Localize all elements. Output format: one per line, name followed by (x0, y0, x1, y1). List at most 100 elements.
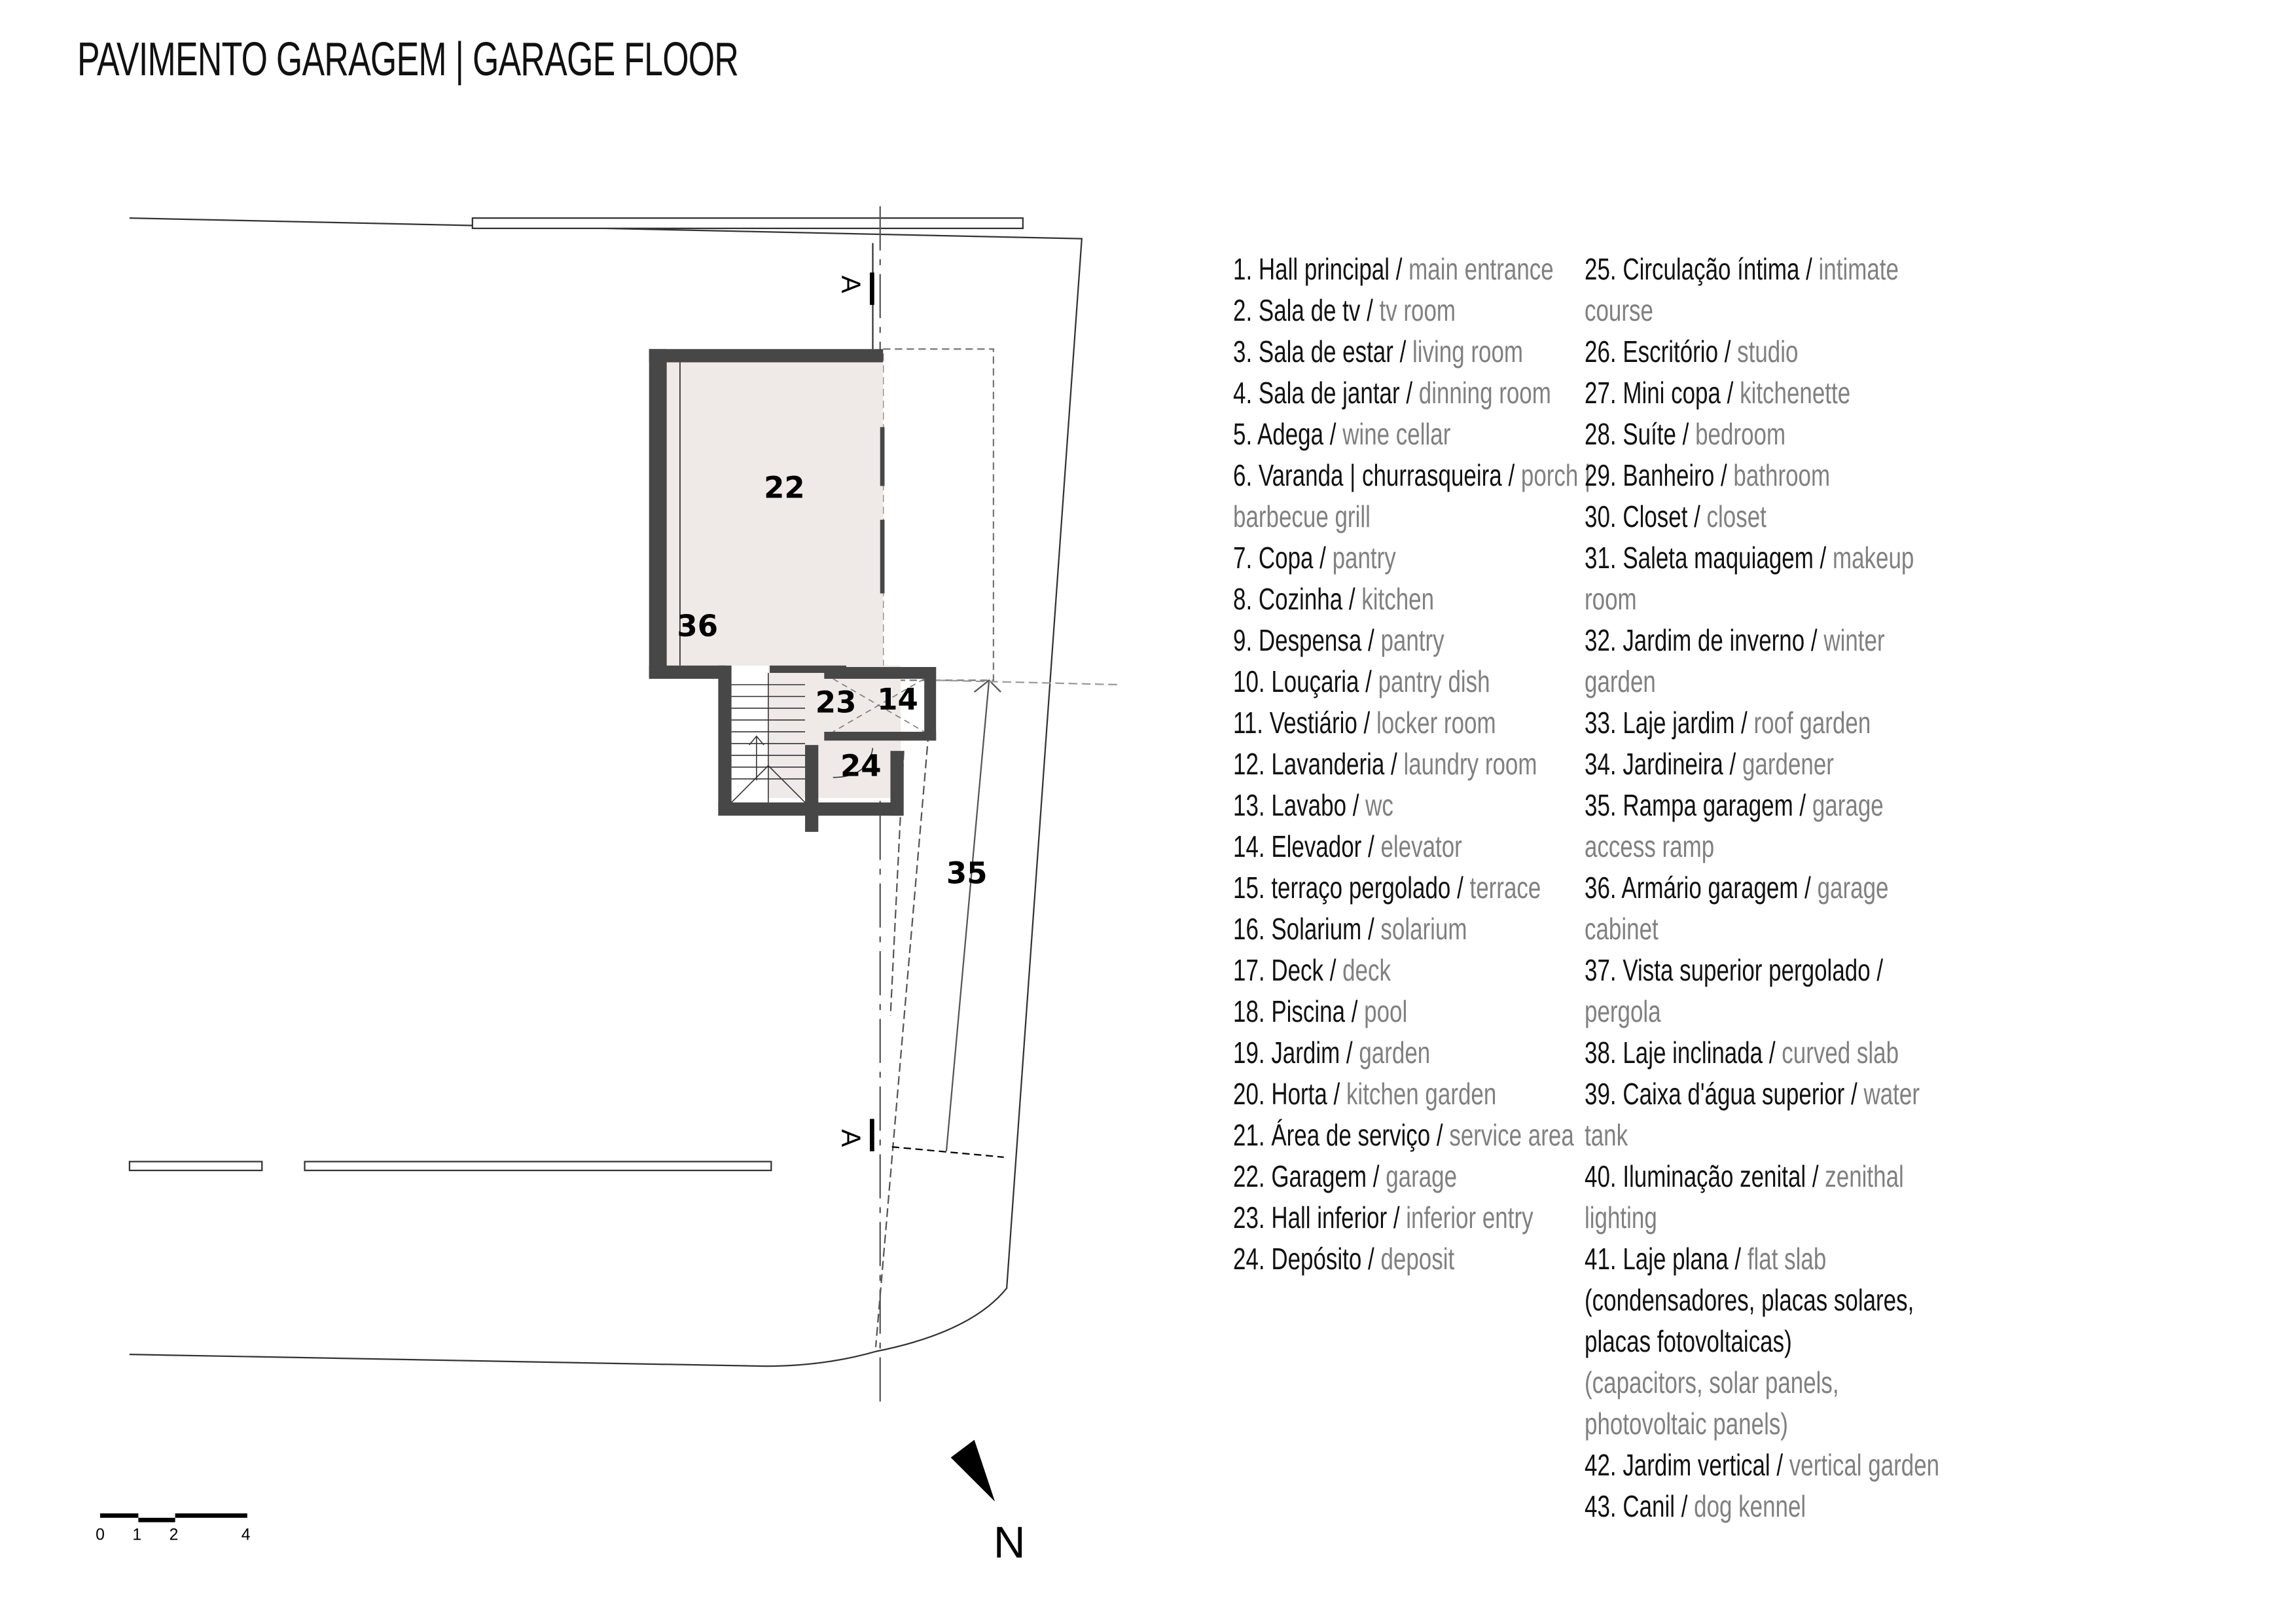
legend-portuguese: Escritório (1623, 334, 1719, 369)
legend-portuguese: Jardineira (1623, 747, 1723, 781)
legend-item: 1. Hall principal / main entrance (1233, 252, 1554, 286)
legend-item: 5. Adega / wine cellar (1233, 417, 1451, 451)
room-label-36: 36 (677, 609, 718, 643)
legend-portuguese: Iluminação zenital (1623, 1159, 1806, 1193)
legend-number: 17. (1233, 953, 1265, 987)
site-boundary (129, 217, 1083, 1367)
legend-english: water tank (1585, 1077, 1920, 1152)
legend-portuguese: Jardim (1271, 1036, 1340, 1070)
legend-item: 23. Hall inferior / inferior entry (1233, 1200, 1534, 1235)
legend-english: deposit (1380, 1242, 1455, 1276)
legend-portuguese: Garagem (1271, 1159, 1367, 1193)
legend-item: 24. Depósito / deposit (1233, 1242, 1455, 1276)
door-swing (833, 748, 874, 778)
legend-english: deck (1342, 953, 1391, 987)
legend-portuguese: Canil (1623, 1489, 1675, 1523)
room-label-24: 24 (840, 748, 882, 783)
legend-english: dog kennel (1694, 1489, 1806, 1523)
legend-english: bedroom (1695, 417, 1786, 451)
legend-portuguese: Laje inclinada (1623, 1036, 1763, 1070)
legend-english: laundry room (1403, 747, 1537, 781)
legend-item: 39. Caixa d'água superior / water tank (1585, 1077, 1920, 1152)
legend-english: wine cellar (1342, 417, 1451, 451)
legend-english: roof garden (1753, 706, 1871, 740)
legend-english: garage access ramp (1585, 788, 1884, 863)
legend-english: kitchen garden (1346, 1077, 1497, 1111)
legend-item: 43. Canil / dog kennel (1585, 1489, 1806, 1523)
legend-portuguese: Sala de jantar (1258, 376, 1400, 410)
legend-item: 32. Jardim de inverno / winter garden (1585, 623, 1885, 698)
legend-number: 5. (1233, 417, 1253, 451)
legend-item: 36. Armário garagem / garage cabinet (1585, 871, 1889, 946)
legend-portuguese: Banheiro (1623, 458, 1715, 492)
legend-item: 9. Despensa / pantry (1233, 623, 1444, 657)
legend-number: 24. (1233, 1242, 1265, 1276)
legend-item: 20. Horta / kitchen garden (1233, 1077, 1497, 1111)
legend-english-note: (capacitors, solar panels, photovoltaic … (1585, 1365, 1839, 1441)
legend-number: 31. (1585, 541, 1617, 575)
legend-number: 38. (1585, 1036, 1617, 1070)
legend-portuguese: Horta (1271, 1077, 1327, 1111)
legend-portuguese: Cozinha (1258, 582, 1343, 616)
legend-item: 10. Louçaria / pantry dish (1233, 664, 1490, 698)
legend-number: 20. (1233, 1077, 1265, 1111)
elevator-shaft (833, 678, 925, 732)
legend-number: 34. (1585, 747, 1617, 781)
svg-text:A: A (836, 1129, 866, 1147)
legend-english: main entrance (1408, 252, 1554, 286)
legend-portuguese: Caixa d'água superior (1623, 1077, 1845, 1111)
legend-item: 38. Laje inclinada / curved slab (1585, 1036, 1899, 1070)
legend-english: inferior entry (1406, 1200, 1534, 1235)
legend-number: 32. (1585, 623, 1617, 657)
legend-item: 42. Jardim vertical / vertical garden (1585, 1448, 1940, 1482)
legend-english: dinning room (1418, 376, 1551, 410)
legend-english: gardener (1742, 747, 1834, 781)
legend-item: 22. Garagem / garage (1233, 1159, 1458, 1193)
legend-item: 15. terraço pergolado / terrace (1233, 871, 1541, 905)
legend-item: 18. Piscina / pool (1233, 994, 1408, 1028)
low-wall-left (128, 1161, 263, 1172)
legend-item: 26. Escritório / studio (1585, 334, 1799, 369)
legend-number: 10. (1233, 664, 1265, 698)
legend-number: 21. (1233, 1118, 1265, 1152)
legend-english: kitchenette (1740, 376, 1851, 410)
page-title: PAVIMENTO GARAGEM | GARAGE FLOOR (77, 33, 739, 86)
legend-english: pantry dish (1378, 664, 1490, 698)
legend-english: elevator (1380, 829, 1462, 863)
legend-portuguese: Sala de estar (1258, 334, 1393, 369)
legend-number: 23. (1233, 1200, 1265, 1235)
scale-label: 4 (242, 1526, 251, 1543)
stairs (731, 672, 806, 803)
legend-number: 8. (1233, 582, 1253, 616)
legend-english: garage cabinet (1585, 871, 1889, 946)
legend-portuguese: Louçaria (1271, 664, 1359, 698)
legend-item: 4. Sala de jantar / dinning room (1233, 376, 1551, 410)
legend-english: garden (1359, 1036, 1431, 1070)
legend-portuguese: Closet (1623, 499, 1688, 533)
north-label: N (994, 1518, 1026, 1567)
legend-number: 14. (1233, 829, 1265, 863)
legend-number: 26. (1585, 334, 1617, 369)
legend-portuguese: Sala de tv (1258, 293, 1361, 327)
legend-portuguese: Copa (1258, 541, 1314, 575)
legend-number: 2. (1233, 293, 1253, 327)
legend-number: 41. (1585, 1242, 1617, 1276)
legend-item: 30. Closet / closet (1585, 499, 1767, 533)
upper-floor-outline (882, 348, 995, 681)
room-label-22: 22 (764, 470, 805, 505)
legend-portuguese: Piscina (1271, 994, 1346, 1028)
legend-number: 33. (1585, 706, 1617, 740)
legend-portuguese: Deck (1271, 953, 1323, 987)
legend-portuguese-note: (condensadores, placas solares, placas f… (1585, 1283, 1914, 1358)
legend-number: 40. (1585, 1159, 1617, 1193)
legend-english: garage (1386, 1159, 1458, 1193)
legend-portuguese: Lavabo (1271, 788, 1347, 822)
legend-portuguese: Adega (1257, 417, 1324, 451)
legend-english: curved slab (1782, 1036, 1899, 1070)
legend-item: 28. Suíte / bedroom (1585, 417, 1786, 451)
legend-portuguese: Elevador (1271, 829, 1362, 863)
legend-number: 29. (1585, 458, 1617, 492)
low-wall-right (304, 1161, 772, 1172)
legend-number: 35. (1585, 788, 1617, 822)
legend-portuguese: Armário garagem (1621, 871, 1799, 905)
